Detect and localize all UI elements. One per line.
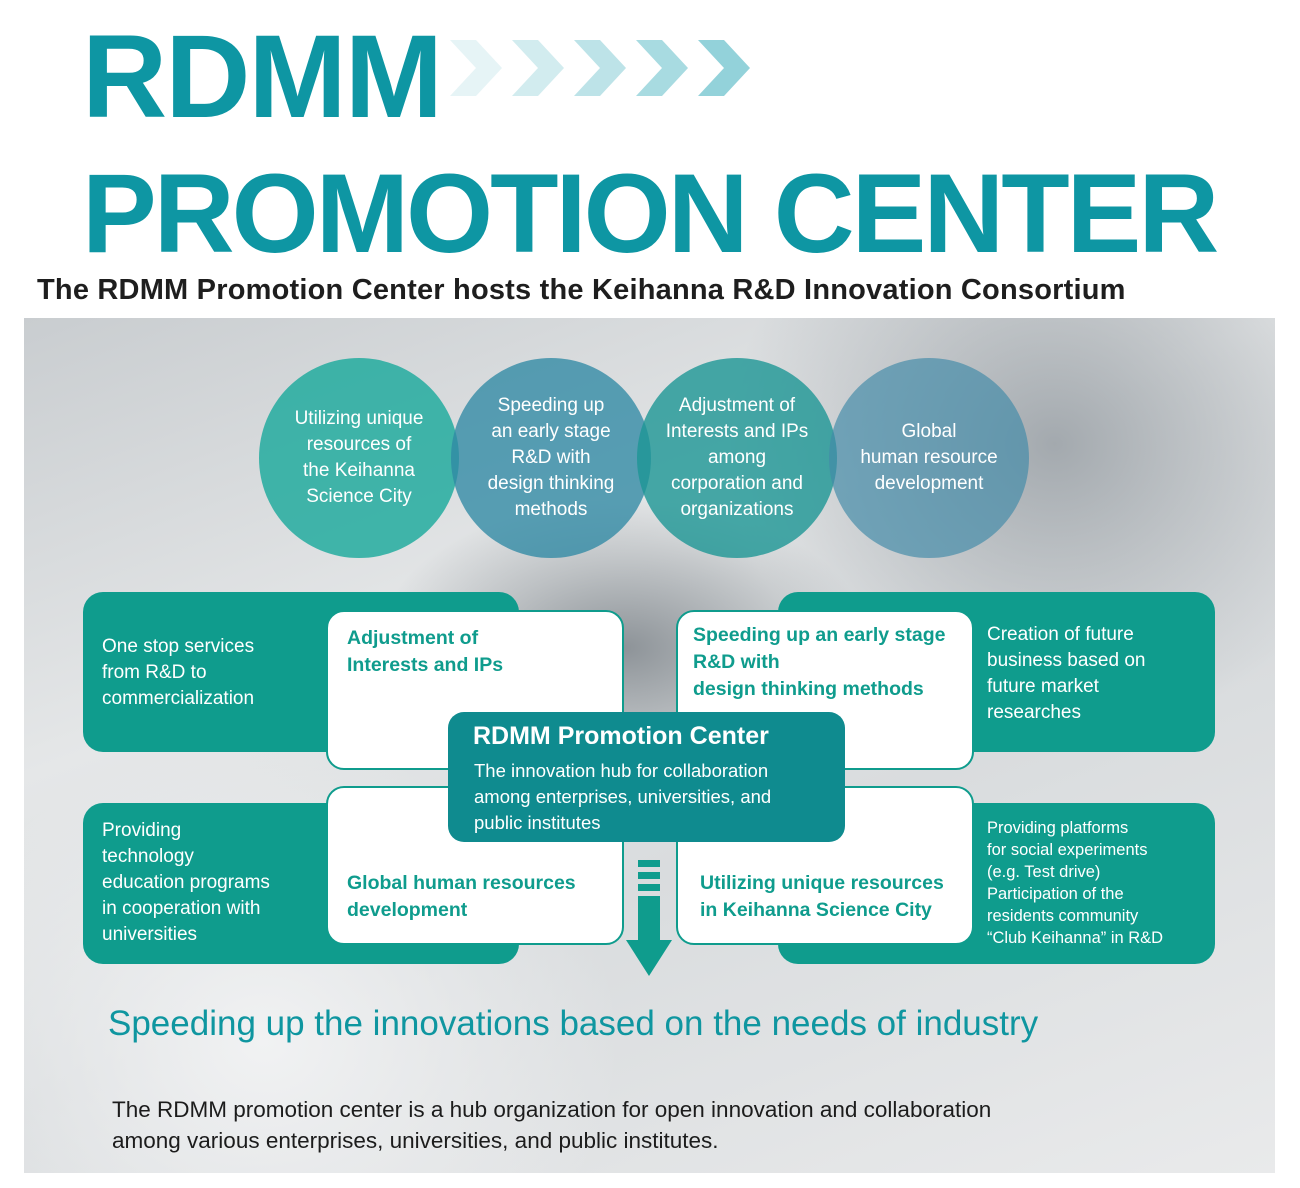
inner-box-bottom-left-text: Global human resources development [347,872,576,921]
circle-global-hr: Global human resource development [829,358,1029,558]
title-rdmm: RDMM [82,11,443,143]
center-box: RDMM Promotion Center The innovation hub… [448,712,845,842]
tagline: Speeding up the innovations based on the… [108,1004,1039,1043]
outer-box-bottom-left-text: Providing technology education programs … [102,820,270,945]
circle-adjustment-interests: Adjustment of Interests and IPs among co… [637,358,837,558]
outer-box-top-right-text: Creation of future business based on fut… [987,624,1146,723]
subtitle: The RDMM Promotion Center hosts the Keih… [37,274,1126,306]
outer-box-bottom-right-text: Providing platforms for social experimen… [987,819,1164,947]
inner-box-top-left-text: Adjustment of Interests and IPs [347,627,504,676]
center-description: The innovation hub for collaboration amo… [474,760,772,833]
inner-box-top-right-text: Speeding up an early stage R&D with desi… [693,624,946,700]
circle-speeding-up-rd: Speeding up an early stage R&D with desi… [451,358,651,558]
outer-box-top-left-text: One stop services from R&D to commercial… [102,636,255,709]
inner-box-bottom-right-text: Utilizing unique resources in Keihanna S… [700,872,944,921]
footer-description: The RDMM promotion center is a hub organ… [112,1097,992,1153]
center-title: RDMM Promotion Center [473,722,769,750]
circle-utilizing-resources: Utilizing unique resources of the Keihan… [259,358,459,558]
title-promotion-center: PROMOTION CENTER [82,151,1219,276]
chevron-arrows-icon [450,40,750,96]
down-arrow-icon [626,860,672,976]
